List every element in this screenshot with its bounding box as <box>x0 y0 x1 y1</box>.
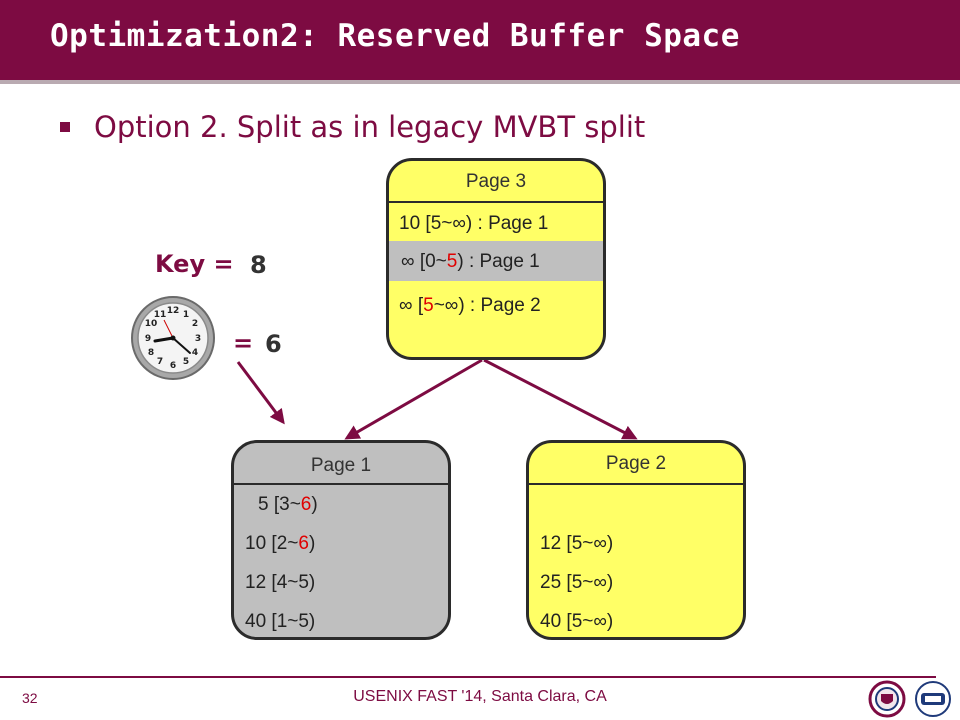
key-label: Key = <box>155 250 234 278</box>
node-page3-row: ∞ [5~∞) : Page 2 <box>399 295 541 316</box>
node-page3-row: ∞ [0~5) : Page 1 <box>401 251 540 272</box>
bullet-text: Option 2. Split as in legacy MVBT split <box>94 110 646 144</box>
arrow-clock-to-page1 <box>236 361 285 425</box>
title-divider <box>0 80 960 84</box>
svg-text:7: 7 <box>157 357 163 367</box>
node-page2-divider <box>529 483 743 485</box>
arrow-page3-to-page1 <box>344 358 483 440</box>
svg-text:6: 6 <box>170 361 176 371</box>
svg-text:10: 10 <box>145 319 158 329</box>
node-page3-highlight <box>389 241 603 281</box>
node-page1-row: 40 [1~5) <box>245 611 316 632</box>
node-page1-row: 12 [4~5) <box>245 572 316 593</box>
node-page1: Page 1 5 [3~6) 10 [2~6) 12 [4~5) 40 [1~5… <box>231 440 451 640</box>
university-logo-icon <box>915 681 951 717</box>
svg-text:8: 8 <box>148 348 154 358</box>
time-value: 6 <box>265 330 282 358</box>
node-page2-header: Page 2 <box>605 453 667 474</box>
footer-text: USENIX FAST '14, Santa Clara, CA <box>353 688 607 705</box>
node-page2: Page 2 12 [5~∞) 25 [5~∞) 40 [5~∞) <box>526 440 746 640</box>
svg-text:3: 3 <box>195 334 201 344</box>
svg-text:5: 5 <box>183 357 189 367</box>
arrow-page3-to-page2 <box>483 358 638 440</box>
title-bar: Optimization2: Reserved Buffer Space <box>0 0 960 80</box>
node-page1-row: 10 [2~6) <box>245 533 316 554</box>
bullet-square-icon <box>60 122 70 132</box>
footer-divider <box>0 676 936 678</box>
node-page3-row: 10 [5~∞) : Page 1 <box>399 213 549 234</box>
svg-text:1: 1 <box>183 310 189 320</box>
node-page3-divider <box>389 201 603 203</box>
node-page2-row: 12 [5~∞) <box>540 533 614 554</box>
university-seal-icon <box>868 680 906 718</box>
svg-text:4: 4 <box>192 348 198 358</box>
key-value: 8 <box>250 251 267 279</box>
time-label: = <box>233 329 254 357</box>
node-page2-row: 40 [5~∞) <box>540 611 614 632</box>
slide-number: 32 <box>22 690 38 706</box>
node-page3-header: Page 3 <box>465 171 527 192</box>
node-page3: Page 3 10 [5~∞) : Page 1 ∞ [0~5) : Page … <box>386 158 606 360</box>
svg-text:11: 11 <box>154 310 167 320</box>
svg-text:2: 2 <box>192 319 198 329</box>
node-page1-row: 5 [3~6) <box>258 494 318 515</box>
slide-title: Optimization2: Reserved Buffer Space <box>50 18 740 54</box>
node-page1-divider <box>234 483 448 485</box>
svg-text:12: 12 <box>167 306 180 316</box>
node-page1-header: Page 1 <box>310 455 372 476</box>
svg-text:9: 9 <box>145 334 151 344</box>
node-page2-row: 25 [5~∞) <box>540 572 614 593</box>
